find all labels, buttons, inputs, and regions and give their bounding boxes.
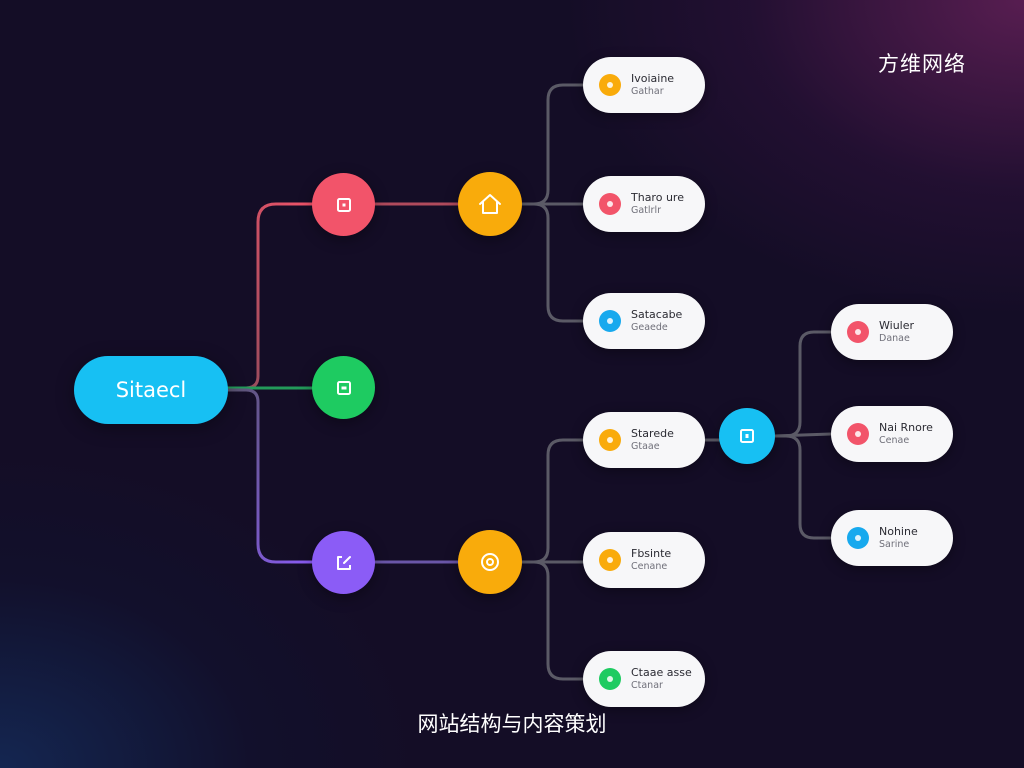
circle-target-icon bbox=[481, 553, 499, 571]
edge-blue-leaf-3 bbox=[772, 434, 833, 540]
leaf-title: Fbsinte bbox=[631, 547, 672, 560]
leaf-node[interactable]: Wiuler Danae bbox=[831, 304, 953, 360]
leaf-subtitle: Sarine bbox=[879, 539, 910, 550]
leaf-subtitle: Cenae bbox=[879, 435, 910, 446]
home-icon bbox=[479, 194, 501, 214]
leaf-dot-icon bbox=[599, 310, 621, 332]
edge-bottom-leaf-1 bbox=[520, 438, 585, 564]
hub-node-blue[interactable] bbox=[719, 408, 775, 464]
leaf-subtitle: Gatlrlr bbox=[631, 205, 661, 216]
leaf-title: Tharo ure bbox=[631, 191, 684, 204]
leaf-dot-icon bbox=[599, 549, 621, 571]
hub-node-orange-bottom[interactable] bbox=[458, 530, 522, 594]
leaf-subtitle: Ctanar bbox=[631, 680, 663, 691]
leaf-title: Nai Rnore bbox=[879, 421, 933, 434]
hub-node-orange-top[interactable] bbox=[458, 172, 522, 236]
leaf-dot-icon bbox=[599, 429, 621, 451]
hub-node-red[interactable] bbox=[312, 173, 375, 236]
leaf-title: Nohine bbox=[879, 525, 918, 538]
leaf-subtitle: Gtaae bbox=[631, 441, 660, 452]
leaf-dot-icon bbox=[847, 527, 869, 549]
leaf-subtitle: Cenane bbox=[631, 561, 668, 572]
leaf-node[interactable]: Nohine Sarine bbox=[831, 510, 953, 566]
edge-top-leaf-3 bbox=[520, 202, 585, 323]
square-outline-icon bbox=[336, 197, 351, 212]
edge-bottom-leaf-3 bbox=[520, 560, 585, 681]
leaf-dot-icon bbox=[847, 321, 869, 343]
leaf-title: Ivoiaine bbox=[631, 72, 675, 85]
square-outline-icon bbox=[336, 380, 351, 395]
leaf-dot-icon bbox=[847, 423, 869, 445]
leaf-node[interactable]: Satacabe Geaede bbox=[583, 293, 705, 349]
leaf-node[interactable]: Starede Gtaae bbox=[583, 412, 705, 468]
leaf-subtitle: Geaede bbox=[631, 322, 668, 333]
leaf-dot-icon bbox=[599, 668, 621, 690]
root-node[interactable]: Sitaecl bbox=[74, 356, 228, 424]
edge-top-leaf-1 bbox=[520, 83, 585, 206]
leaf-subtitle: Danae bbox=[879, 333, 910, 344]
edge-blue-leaf-1 bbox=[772, 330, 833, 438]
leaf-node[interactable]: Ctaae asse Ctanar bbox=[583, 651, 705, 707]
hub-node-purple[interactable] bbox=[312, 531, 375, 594]
leaf-title: Wiuler bbox=[879, 319, 915, 332]
hub-node-green[interactable] bbox=[312, 356, 375, 419]
leaf-node[interactable]: Ivoiaine Gathar bbox=[583, 57, 705, 113]
leaf-title: Satacabe bbox=[631, 308, 683, 321]
leaf-node[interactable]: Tharo ure Gatlrlr bbox=[583, 176, 705, 232]
edit-icon bbox=[336, 555, 351, 570]
leaf-node[interactable]: Nai Rnore Cenae bbox=[831, 406, 953, 462]
leaf-dot-icon bbox=[599, 74, 621, 96]
leaf-title: Ctaae asse bbox=[631, 666, 692, 679]
leaf-dot-icon bbox=[599, 193, 621, 215]
root-node-label: Sitaecl bbox=[115, 378, 187, 402]
brand-logo-text: 方维网络 bbox=[878, 52, 966, 76]
edge-root-purple bbox=[226, 388, 314, 564]
leaf-node[interactable]: Fbsinte Cenane bbox=[583, 532, 705, 588]
edge-root-red bbox=[226, 202, 314, 390]
leaf-subtitle: Gathar bbox=[631, 86, 664, 97]
square-outline-icon bbox=[740, 429, 754, 443]
leaf-title: Starede bbox=[631, 427, 674, 440]
diagram-caption: 网站结构与内容策划 bbox=[417, 712, 607, 736]
